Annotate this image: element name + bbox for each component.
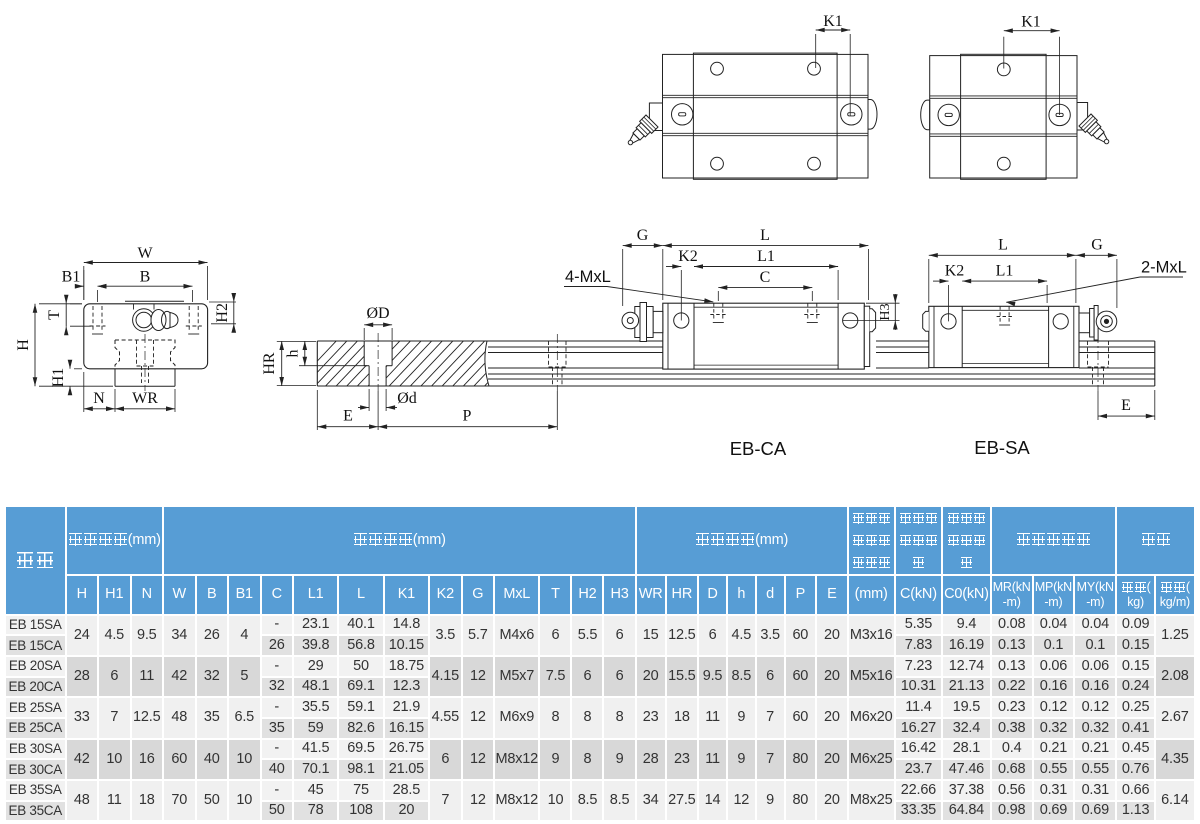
svg-text:K1: K1 bbox=[1021, 14, 1041, 31]
svg-text:B1: B1 bbox=[62, 269, 81, 286]
svg-text:C: C bbox=[760, 269, 771, 286]
svg-text:h: h bbox=[285, 350, 302, 358]
svg-text:L: L bbox=[760, 227, 770, 244]
svg-text:L: L bbox=[998, 236, 1008, 253]
svg-text:H3: H3 bbox=[878, 303, 893, 320]
svg-text:Ød: Ød bbox=[397, 390, 417, 407]
svg-text:K2: K2 bbox=[678, 248, 698, 265]
svg-text:HR: HR bbox=[261, 352, 278, 375]
svg-text:EB-SA: EB-SA bbox=[974, 437, 1030, 458]
svg-text:E: E bbox=[343, 408, 353, 425]
svg-text:B: B bbox=[140, 269, 151, 286]
svg-text:L1: L1 bbox=[757, 248, 775, 265]
svg-text:H: H bbox=[15, 339, 32, 351]
svg-text:G: G bbox=[1091, 236, 1103, 253]
svg-text:K2: K2 bbox=[945, 263, 965, 280]
svg-text:4-MxL: 4-MxL bbox=[565, 268, 611, 286]
svg-text:K1: K1 bbox=[823, 13, 843, 30]
svg-text:WR: WR bbox=[132, 390, 158, 407]
svg-text:T: T bbox=[46, 310, 63, 320]
svg-text:2-MxL: 2-MxL bbox=[1141, 259, 1187, 277]
svg-text:E: E bbox=[1121, 397, 1131, 414]
svg-text:H2: H2 bbox=[214, 303, 231, 323]
svg-text:G: G bbox=[637, 227, 649, 244]
svg-text:EB-CA: EB-CA bbox=[730, 438, 787, 459]
svg-text:L1: L1 bbox=[996, 263, 1014, 280]
svg-text:H1: H1 bbox=[50, 368, 67, 388]
svg-text:P: P bbox=[463, 408, 472, 425]
svg-text:N: N bbox=[93, 390, 105, 407]
svg-text:ØD: ØD bbox=[366, 305, 389, 322]
svg-text:W: W bbox=[137, 245, 153, 262]
